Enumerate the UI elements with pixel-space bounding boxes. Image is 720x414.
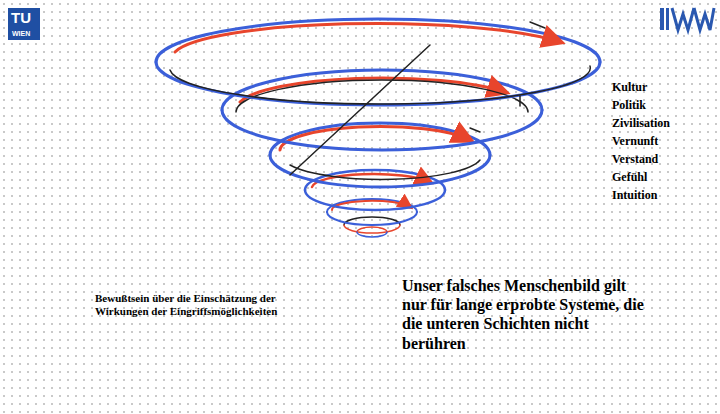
institute-logo <box>660 8 714 30</box>
note-text: Bewußtsein über die Einschätzung der Wir… <box>95 292 280 318</box>
layer-label: Verstand <box>612 152 658 166</box>
logo-text: TU <box>11 9 31 27</box>
layer-label: Vernunft <box>612 134 658 148</box>
layer-label: Politik <box>612 98 646 112</box>
layer-label: Gefühl <box>612 170 647 184</box>
logo-text: WIEN <box>12 30 30 38</box>
layer-label: Kultur <box>612 80 647 94</box>
statement-text: Unser falsches Menschenbild gilt nur für… <box>402 276 647 353</box>
layer-label: Zivilisation <box>612 116 670 130</box>
layer-label: Intuition <box>612 188 657 202</box>
